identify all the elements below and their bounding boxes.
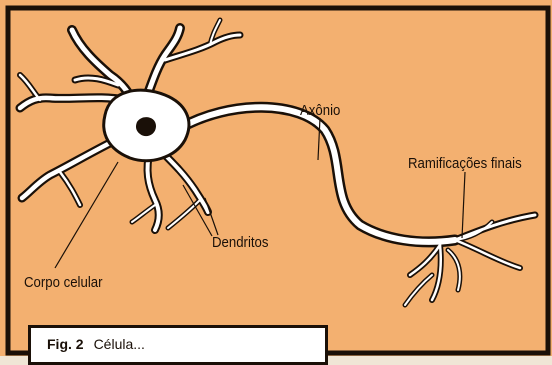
terminals-leader xyxy=(462,172,465,238)
neuron-diagram xyxy=(0,0,552,356)
dendrites-leader-1 xyxy=(205,198,218,235)
label-cell-body: Corpo celular xyxy=(24,274,103,291)
caption-text: Célula... xyxy=(94,336,145,352)
label-axon: Axônio xyxy=(300,102,340,119)
label-terminals: Ramificações finais xyxy=(408,155,522,172)
caption-box: Fig. 2 Célula... xyxy=(28,325,328,365)
figure-caption: Fig. 2 Célula... xyxy=(47,336,145,352)
label-dendrites: Dendritos xyxy=(212,234,268,251)
figure-number: Fig. 2 xyxy=(47,336,84,352)
